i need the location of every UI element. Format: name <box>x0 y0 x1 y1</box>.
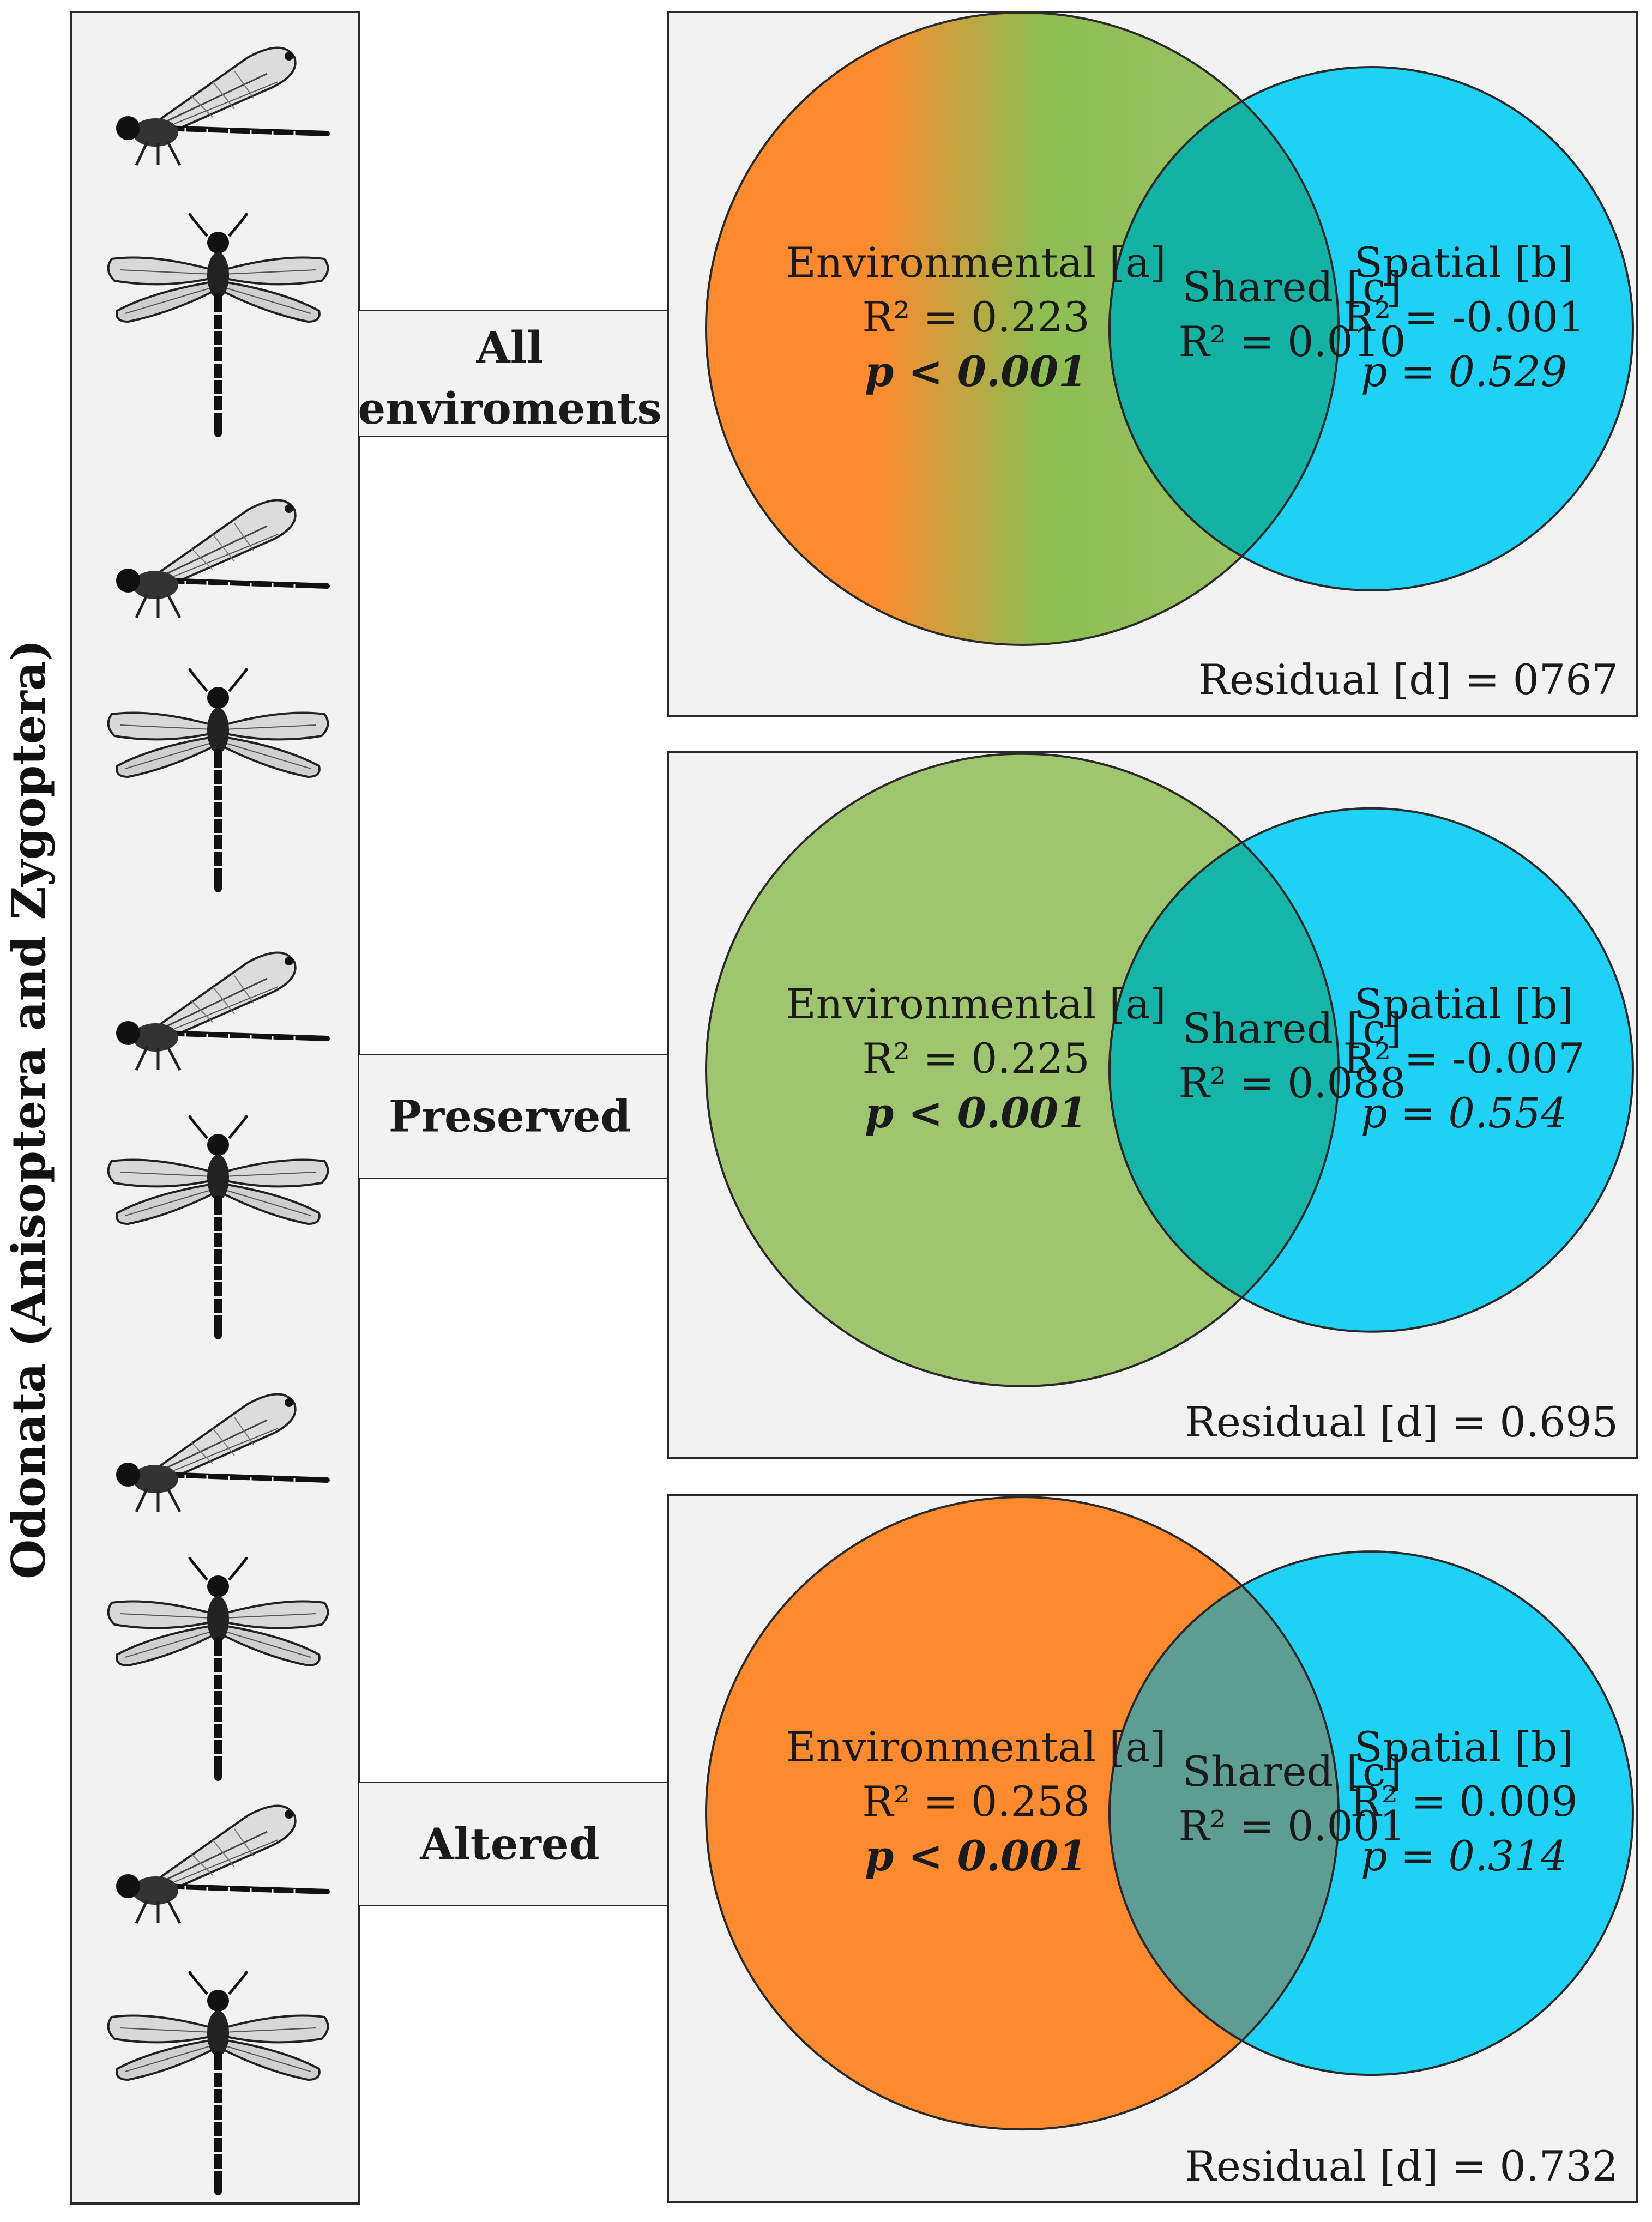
spatial-r2: R² = -0.001 <box>1343 293 1585 341</box>
environmental-label: Environmental [a] <box>786 1723 1166 1771</box>
residual-label: Residual [d] = 0.695 <box>1185 1398 1618 1446</box>
group-label-all: All enviroments <box>358 310 668 437</box>
shared-r2: R² = 0.088 <box>1178 1059 1406 1107</box>
venn-panel-preserved: Environmental [a] R² = 0.225 p < 0.001 Shar… <box>667 751 1638 1459</box>
venn-panel-altered: Environmental [a] R² = 0.258 p < 0.001 Shar… <box>667 1494 1638 2203</box>
insect-column <box>70 11 360 2205</box>
spatial-label: Spatial [b] <box>1354 238 1574 287</box>
environmental-r2: R² = 0.258 <box>862 1777 1089 1826</box>
group-label-bg <box>359 1055 668 1178</box>
spatial-p-value: p = 0.314 <box>1361 1832 1567 1880</box>
shared-r2: R² = 0.001 <box>1178 1802 1406 1850</box>
environmental-r2: R² = 0.225 <box>862 1034 1089 1083</box>
spatial-p-value: p = 0.554 <box>1361 1089 1567 1137</box>
shared-overlap <box>1108 841 1340 1299</box>
spatial-label: Spatial [b] <box>1354 1723 1574 1771</box>
shared-r2: R² = 0.010 <box>1178 317 1406 366</box>
environmental-r2: R² = 0.223 <box>862 293 1089 341</box>
group-label-line: All <box>476 322 544 373</box>
spatial-p-value: p = 0.529 <box>1361 347 1567 396</box>
spatial-label: Spatial [b] <box>1354 980 1574 1028</box>
shared-label: Shared [c] <box>1183 1747 1402 1796</box>
venn-panel-all: Environmental [a] R² = 0.223 p < 0.001 Shar… <box>667 11 1638 717</box>
environmental-label: Environmental [a] <box>786 980 1166 1028</box>
taxon-label: Odonata (Anisoptera and Zygoptera) <box>2 639 56 1579</box>
shared-label: Shared [c] <box>1183 1004 1402 1053</box>
environmental-label: Environmental [a] <box>786 238 1166 287</box>
spatial-r2: R² = -0.007 <box>1343 1034 1585 1083</box>
group-label-line: Preserved <box>389 1091 631 1142</box>
spatial-r2: R² = 0.009 <box>1350 1777 1577 1826</box>
group-label-line: enviroments <box>358 383 661 434</box>
taxon-title: Odonata (Anisoptera and Zygoptera) <box>2 639 56 1579</box>
group-label-preserved: Preserved <box>359 1054 668 1179</box>
residual-label: Residual [d] = 0.732 <box>1185 2142 1618 2190</box>
group-label-bg <box>359 1783 668 1905</box>
group-label-line: Altered <box>419 1819 599 1870</box>
group-label-bg <box>359 311 668 436</box>
shared-label: Shared [c] <box>1183 263 1402 311</box>
group-label-altered: Altered <box>359 1782 668 1906</box>
shared-overlap <box>1108 100 1340 558</box>
residual-label: Residual [d] = 0767 <box>1198 655 1618 704</box>
environmental-p-value: p < 0.001 <box>865 1832 1087 1880</box>
environmental-p-value: p < 0.001 <box>865 1089 1087 1137</box>
shared-overlap <box>1108 1584 1340 2042</box>
environmental-p-value: p < 0.001 <box>865 347 1087 396</box>
